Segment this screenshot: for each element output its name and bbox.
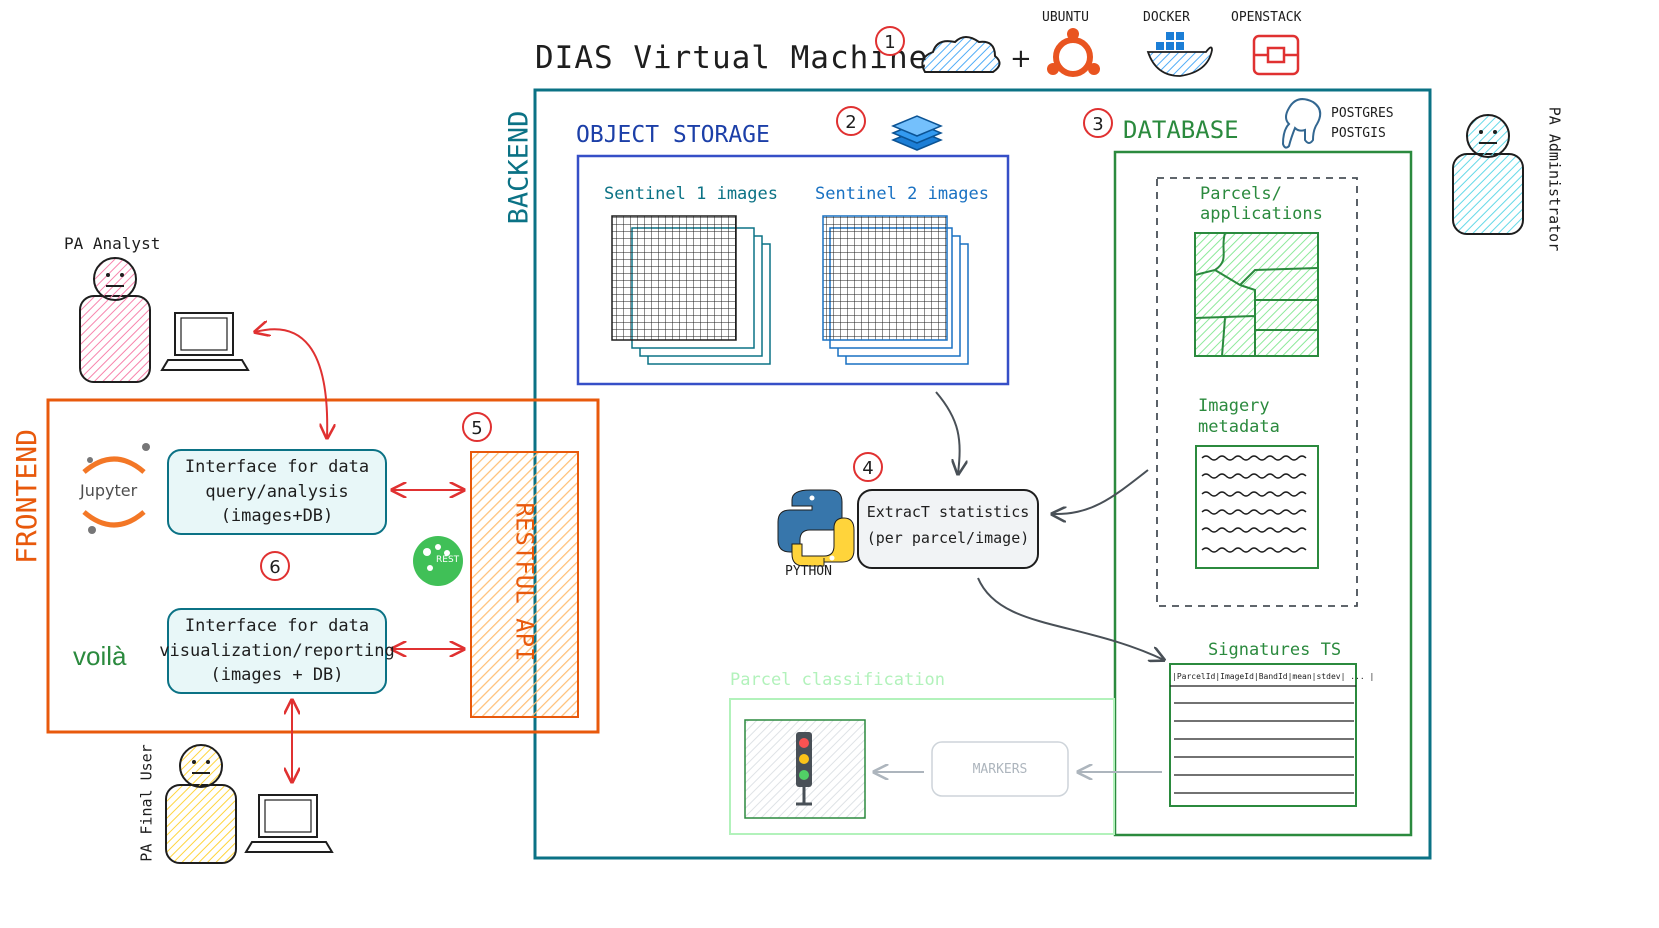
imagery-metadata-document	[1195, 445, 1319, 569]
backend-label: BACKEND	[503, 110, 535, 225]
parcel-classification-title: Parcel classification	[730, 670, 945, 690]
step-2-badge: 2	[836, 106, 866, 136]
voila-label: voilà	[73, 641, 127, 671]
extract-statistics-label: ExtracT statistics (per parcel/image)	[866, 503, 1030, 547]
markers-label: MARKERS	[972, 762, 1028, 777]
markers-box	[931, 741, 1069, 797]
rest-badge-label: REST	[436, 555, 460, 565]
docker-label: DOCKER	[1143, 10, 1190, 25]
rest-badge-icon	[413, 536, 463, 586]
parcels-map-image	[1194, 232, 1319, 357]
title-plus-sign: +	[1010, 44, 1032, 74]
analyst-to-frontend-arrow	[255, 329, 327, 438]
storage-layers-icon	[891, 115, 943, 151]
sentinel2-label: Sentinel 2 images	[815, 184, 989, 204]
pa-administrator-figure	[1452, 114, 1524, 235]
step-3-badge: 3	[1083, 108, 1113, 138]
restful-api-label: RESTFUL API	[510, 502, 539, 662]
extract-to-signatures-arrow	[977, 577, 1164, 660]
signatures-table	[1169, 663, 1357, 807]
visualization-reporting-interface[interactable]: Interface for data visualization/reporti…	[159, 608, 395, 694]
analyst-computer-icon	[160, 312, 250, 371]
query-analysis-interface[interactable]: Interface for data query/analysis (image…	[167, 449, 387, 535]
pa-analyst-figure	[79, 257, 151, 383]
object-storage-box	[576, 154, 1010, 386]
extract-statistics-box	[857, 489, 1039, 569]
ubuntu-label: UBUNTU	[1042, 10, 1089, 25]
restful-api-bar	[470, 451, 579, 718]
docker-logo-icon	[1146, 32, 1213, 77]
page-title: DIAS Virtual Machine	[535, 40, 929, 76]
python-logo-icon	[777, 489, 855, 567]
sentinel1-image-stack	[611, 215, 771, 365]
jupyter-logo-icon	[82, 443, 150, 534]
cloud-icon	[921, 36, 1001, 73]
openstack-logo-icon	[1252, 34, 1300, 76]
database-to-extract-arrow	[1052, 469, 1149, 514]
step-5-badge: 5	[462, 412, 492, 442]
signatures-table-header: |ParcelId|ImageId|BandId|mean|stdev| ...…	[1172, 672, 1375, 681]
postgis-label: POSTGIS	[1331, 126, 1386, 141]
pa-administrator-label: PA Administrator	[1545, 106, 1564, 252]
step-1-badge: 1	[875, 26, 905, 56]
pa-final-user-label: PA Final User	[137, 744, 156, 862]
signatures-title: Signatures TS	[1208, 640, 1342, 660]
imagery-metadata-label: Imagery metadata	[1198, 396, 1280, 438]
postgres-label: POSTGRES	[1331, 106, 1394, 121]
ubuntu-logo-icon	[1047, 28, 1100, 77]
frontend-label: FRONTEND	[9, 429, 43, 564]
parcel-classification-box	[729, 698, 1115, 835]
step-4-badge: 4	[853, 452, 883, 482]
step-6-badge: 6	[260, 551, 290, 581]
python-label: PYTHON	[785, 564, 832, 579]
sentinel1-label: Sentinel 1 images	[604, 184, 778, 204]
object-storage-title: OBJECT STORAGE	[576, 122, 770, 148]
database-inner-dashed-box	[1156, 177, 1358, 607]
pa-analyst-label: PA Analyst	[64, 234, 161, 253]
pa-final-user-figure	[165, 744, 237, 864]
postgres-elephant-icon	[1281, 98, 1322, 149]
storage-to-extract-arrow	[935, 391, 960, 474]
jupyter-label: Jupyter	[80, 481, 138, 500]
final-user-computer-icon	[244, 794, 334, 853]
sentinel2-image-stack	[822, 215, 969, 365]
traffic-light-icon	[796, 732, 812, 806]
database-title: DATABASE	[1123, 116, 1239, 144]
parcels-label: Parcels/ applications	[1200, 184, 1323, 225]
openstack-label: OPENSTACK	[1231, 10, 1302, 25]
